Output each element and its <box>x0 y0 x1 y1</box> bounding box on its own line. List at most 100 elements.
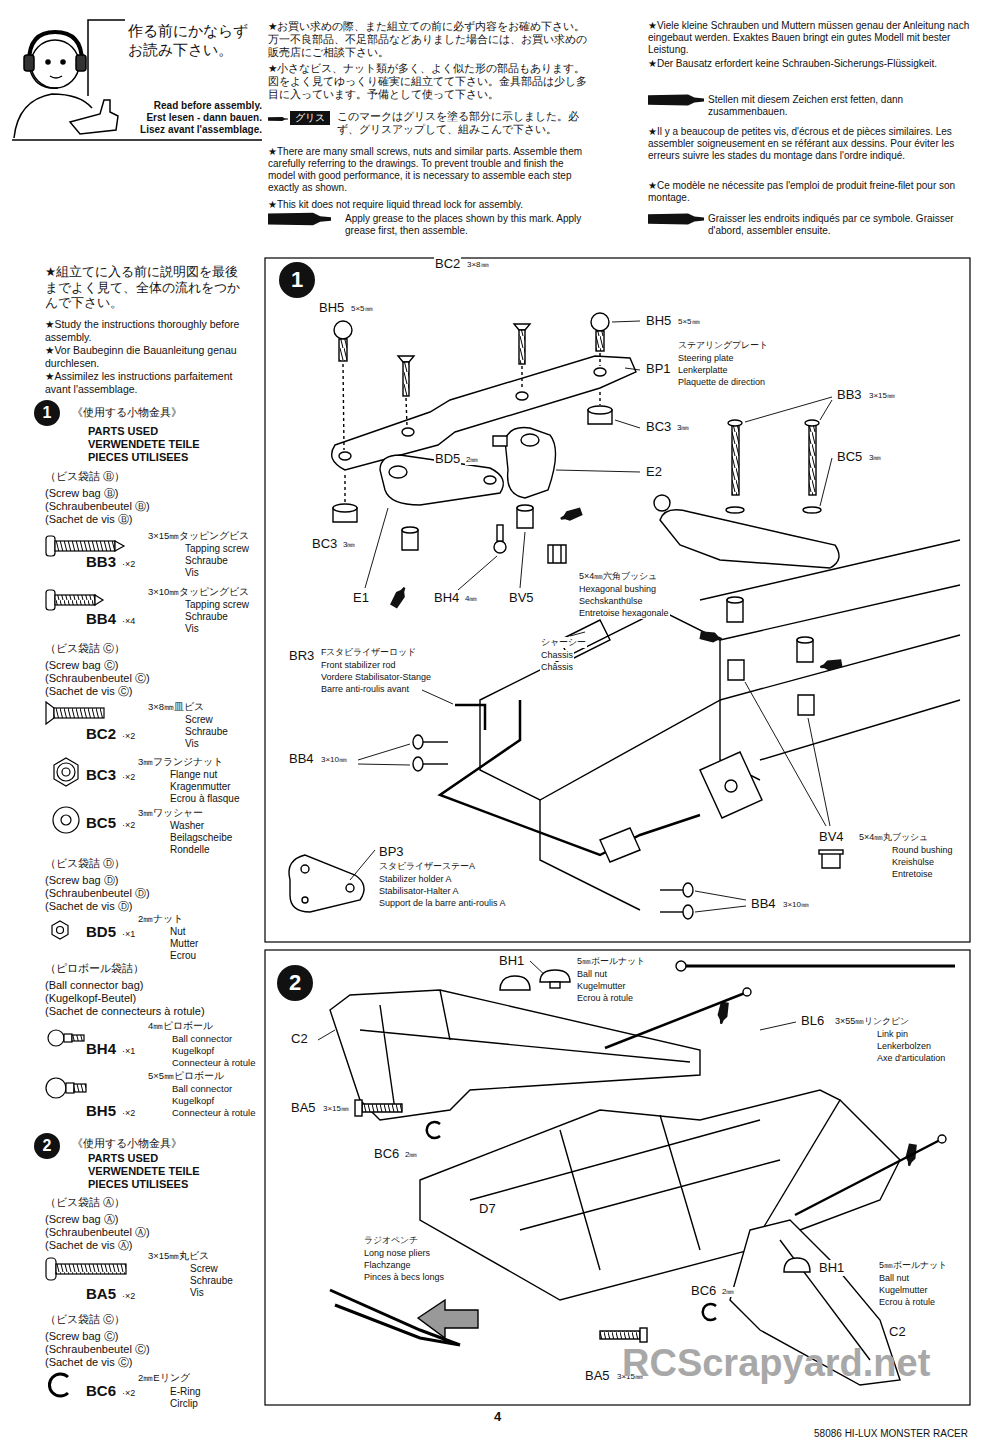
step1-drawing <box>728 420 742 426</box>
leader-line <box>350 850 375 880</box>
part-label: Stabilisator-Halter A <box>378 886 460 897</box>
text-block: Schraube <box>185 726 228 738</box>
part-label: 5㎜ボールナット <box>576 956 646 967</box>
step1-drawing <box>344 475 345 503</box>
step1-drawing <box>727 597 743 603</box>
part-label: Châssis <box>540 662 574 673</box>
step2-drawing <box>540 970 570 982</box>
part-label: Front stabilizer rod <box>320 660 397 671</box>
part-label: BC3 <box>311 536 338 552</box>
step1-drawing <box>809 425 816 495</box>
step1-drawing <box>339 452 351 460</box>
part-label: BC3 <box>645 419 672 435</box>
text-block: （ビス袋詰 Ⓓ） <box>45 857 125 871</box>
leader-line <box>695 891 746 900</box>
step-number: 1 <box>279 262 315 298</box>
text-block: （ピロボール袋詰） <box>45 962 144 976</box>
leader-line <box>358 744 410 760</box>
step1-drawing <box>402 527 418 533</box>
text-block: Tapping screw <box>185 543 249 555</box>
step2-drawing <box>355 1100 362 1116</box>
text-block: ★組立てに入る前に説明図を最後までよく見て、全体の流れをつかんで下さい。 <box>45 265 250 312</box>
part-label: BC5 <box>836 449 863 465</box>
step2-drawing <box>640 1328 647 1342</box>
text-block: Kragenmutter <box>170 781 231 793</box>
step1-drawing <box>423 763 448 764</box>
text-block: Connecteur à rotule <box>172 1107 255 1118</box>
grease-marks <box>699 630 722 644</box>
grease-symbol <box>648 94 704 105</box>
part-label: BB4 <box>288 751 315 767</box>
leader-line <box>808 718 830 826</box>
hardware-icons <box>74 1084 86 1092</box>
header-figure <box>46 60 50 64</box>
text-block: Vis <box>185 567 199 579</box>
hardware-icons <box>46 1258 56 1280</box>
leader-line <box>556 470 640 472</box>
hardware-icons <box>57 763 75 781</box>
text-block: BC5 <box>86 814 116 832</box>
part-label: 3×10㎜ <box>320 755 348 765</box>
text-block: 5×5㎜ピロボール <box>148 1070 224 1082</box>
step1-drawing <box>654 495 670 511</box>
grease-symbol <box>268 213 331 226</box>
text-block: (Sachet de vis Ⓓ) <box>45 900 132 913</box>
text-block: (Schraubenbeutel Ⓑ) <box>45 500 150 513</box>
hardware-icons <box>46 590 55 610</box>
text-block: 3㎜ワッシャー <box>138 807 203 819</box>
text-block: (Sachet de vis Ⓒ) <box>45 685 132 698</box>
header-figure <box>30 70 58 88</box>
part-label: BD5 <box>434 451 461 467</box>
step1-drawing <box>334 321 352 339</box>
text-block: ★Study the instructions thoroughly befor… <box>45 318 260 343</box>
step-digit: 1 <box>43 404 52 422</box>
hardware-icons <box>53 807 79 833</box>
text-block: 4 <box>494 1409 501 1425</box>
text-block: 2㎜Eリング <box>138 1372 190 1384</box>
step1-drawing <box>505 428 556 499</box>
text-block: Graisser les endroits indiqués par ce sy… <box>708 213 970 237</box>
step1-drawing <box>398 356 414 362</box>
part-label: 5×4㎜丸ブッシュ <box>858 832 929 843</box>
part-label: Long nose pliers <box>363 1248 431 1259</box>
text-block: BA5 <box>86 1285 116 1303</box>
part-label: Ball nut <box>878 1273 910 1284</box>
text-block: PARTS USED <box>88 425 158 438</box>
step1-drawing <box>332 356 636 470</box>
text-block: Ball connector <box>172 1083 232 1094</box>
text-block: 作る前にかならず お読み下さい。 <box>128 22 256 60</box>
text-block: PIECES UTILISEES <box>88 1178 188 1191</box>
text-block: ★Vor Baubeginn die Bauanleitung genau du… <box>45 344 260 369</box>
text-block: Schraube <box>190 1275 233 1287</box>
text-block: ★Assimilez les instructions parfaitement… <box>45 370 260 395</box>
text-block: Beilagscheibe <box>170 832 232 844</box>
watermark: RCScrapyard.net <box>622 1344 930 1382</box>
part-label: 2㎜ <box>404 1150 418 1160</box>
header-figure <box>29 32 82 62</box>
step1-drawing <box>819 850 843 854</box>
text-block: （ビス袋詰 Ⓑ） <box>45 470 125 484</box>
text-block: BH5 <box>86 1102 116 1120</box>
text-block: Flange nut <box>170 769 217 781</box>
part-label: E1 <box>352 590 370 606</box>
text-block: ·×2 <box>122 1291 135 1302</box>
step1-drawing <box>521 366 522 390</box>
grease-marks <box>389 585 409 609</box>
text-block: Circlip <box>170 1398 198 1410</box>
text-block: (Schraubenbeutel Ⓓ) <box>45 887 150 900</box>
step2-drawing <box>780 1240 870 1360</box>
text-block: BB3 <box>86 553 116 571</box>
hardware-icons <box>46 536 55 556</box>
part-label: BB3 <box>836 387 863 403</box>
text-block: （ビス袋詰 Ⓐ） <box>45 1196 125 1210</box>
part-label: 2㎜ <box>465 455 479 465</box>
part-label: ステアリングプレート <box>677 340 769 351</box>
text-block: BC3 <box>86 766 116 784</box>
part-label: BB4 <box>750 896 777 912</box>
step1-drawing <box>596 331 604 351</box>
step1-drawing <box>493 436 507 446</box>
leader-line <box>760 1022 796 1030</box>
text-block: ★Il y a beaucoup de petites vis, d'écrou… <box>648 126 970 162</box>
text-block: Kugelkopf <box>172 1095 214 1106</box>
